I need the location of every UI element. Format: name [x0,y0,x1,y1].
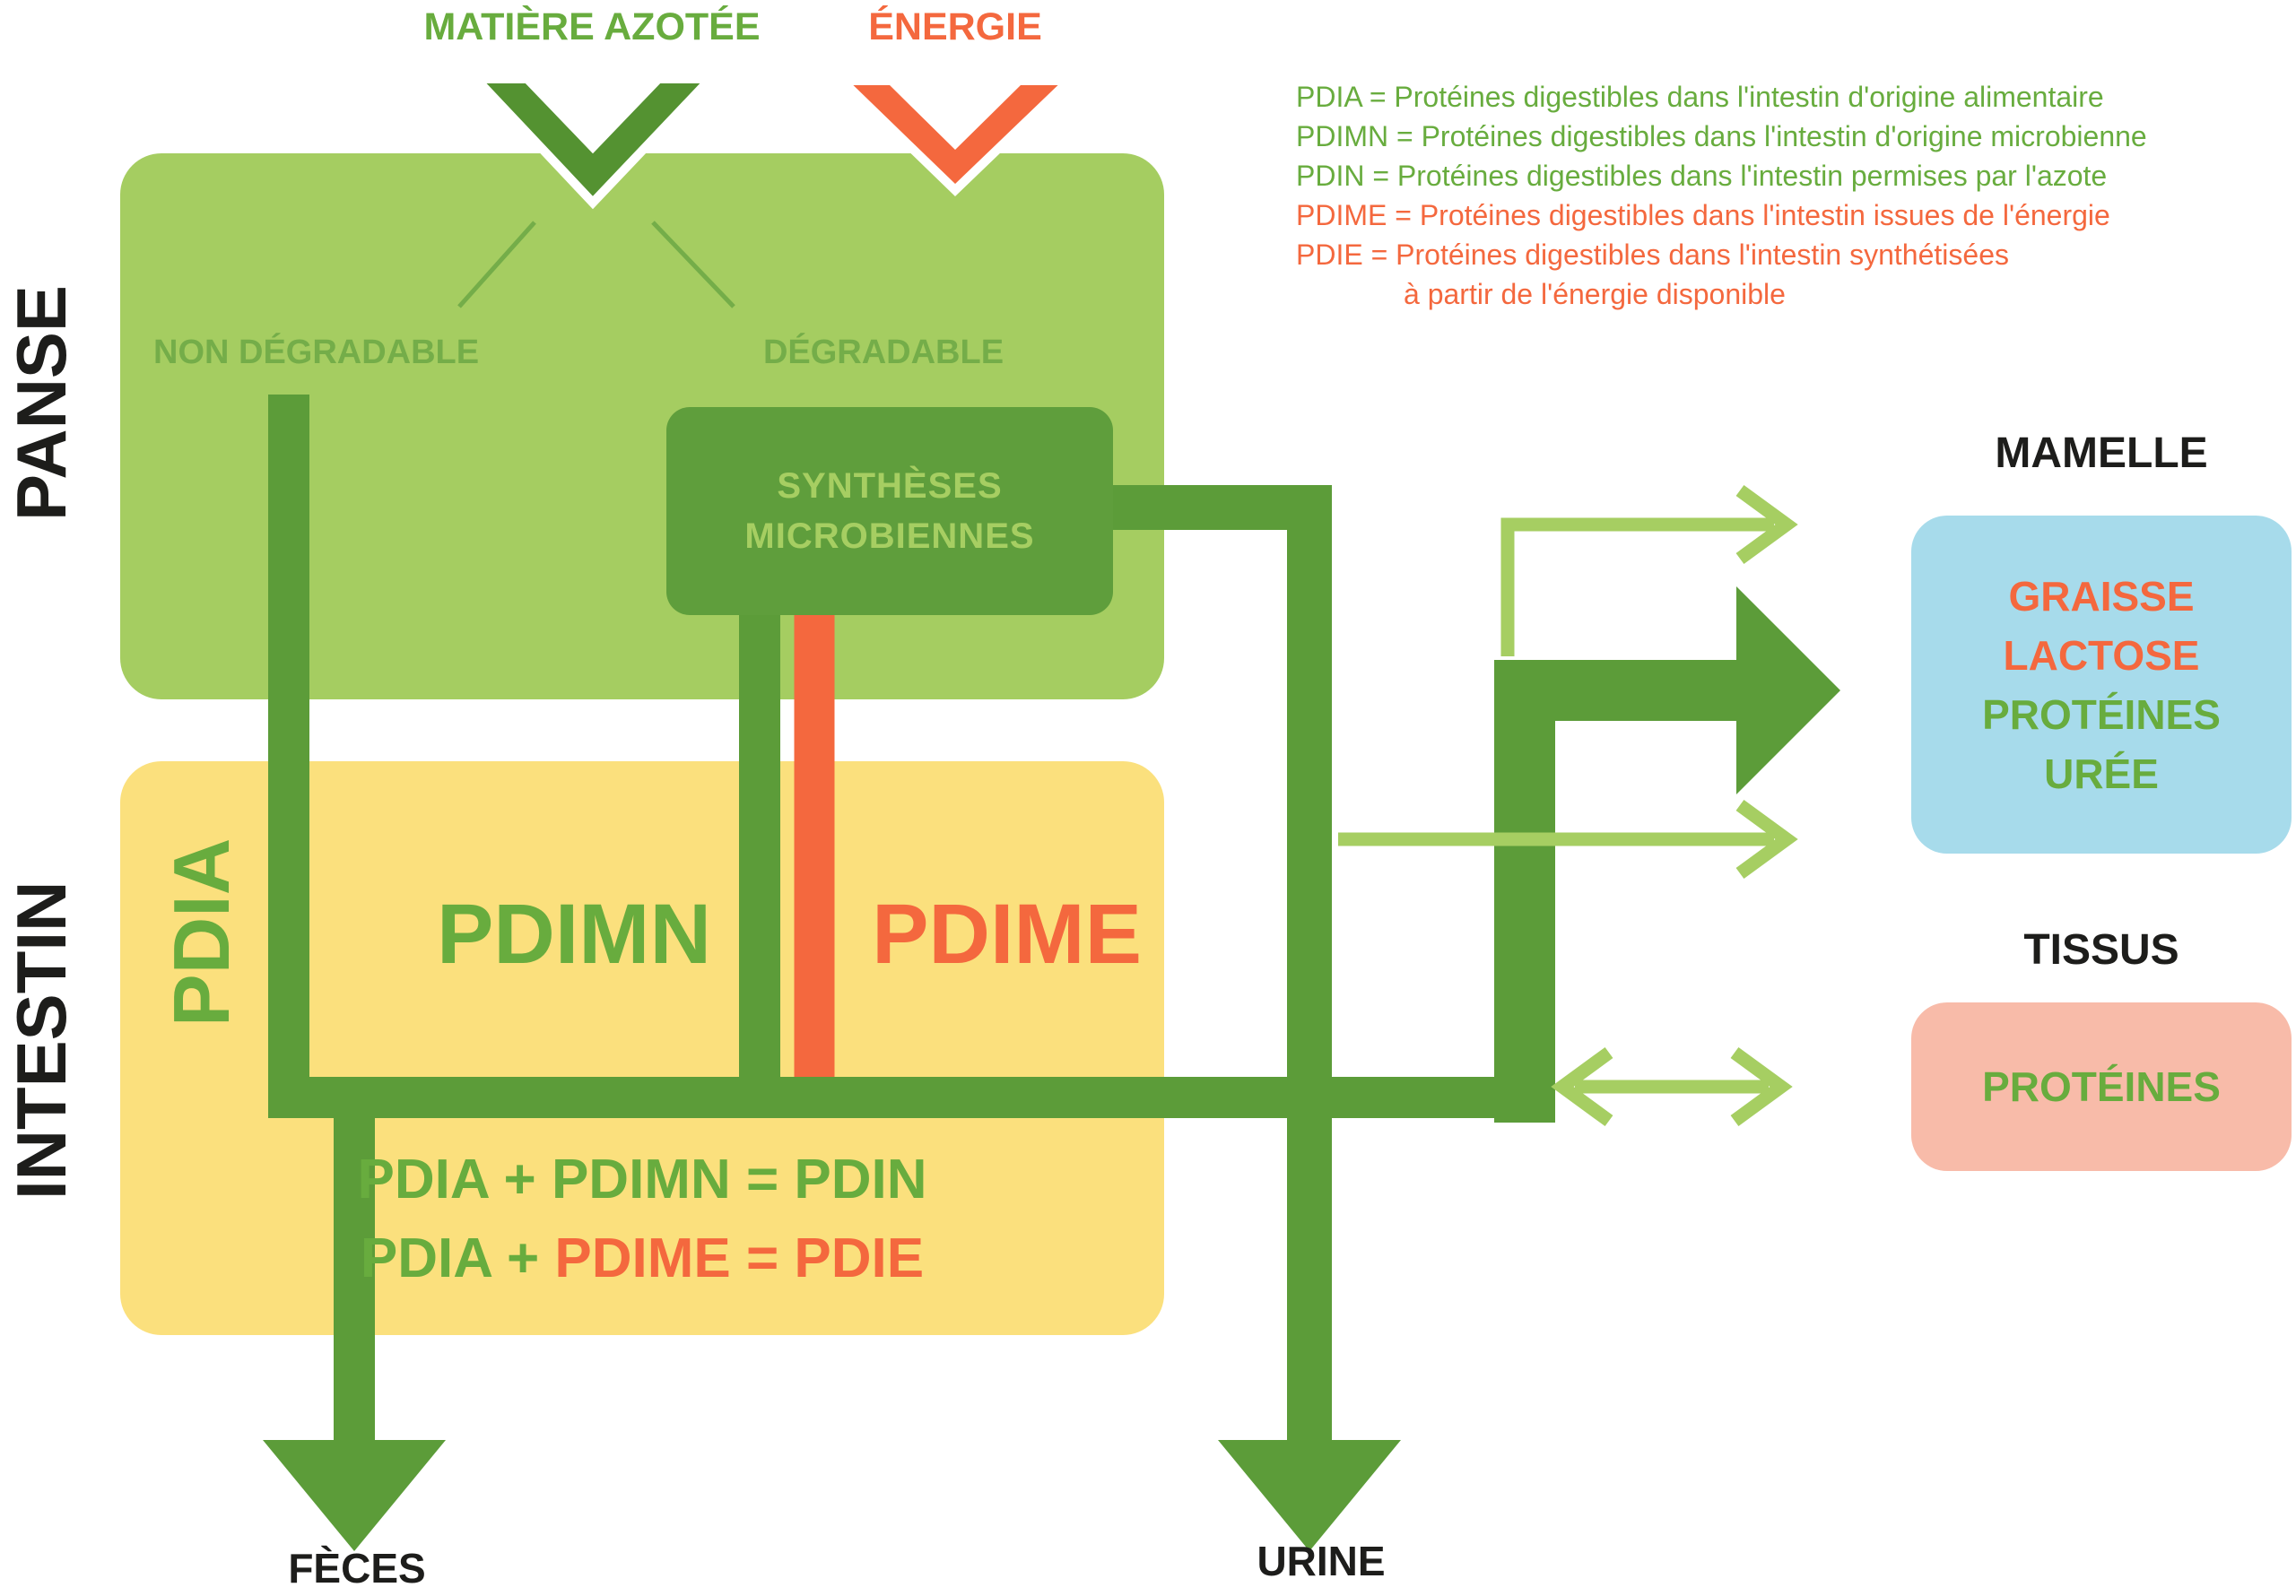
thin-arrow-middle-head-icon [1735,799,1798,880]
intestin-section-label: INTESTIN [2,880,81,1200]
urine-arrowhead-icon [1218,1440,1401,1551]
energie-chevron-icon [831,76,1081,196]
tissus-box: PROTÉINES [1911,1002,2292,1171]
pdime-label: PDIME [872,887,1142,982]
matiere-azotee-chevron-icon [465,74,721,210]
mamelle-thick-flow-line [1494,660,1742,1123]
pdia-bottom-flow-line [268,395,1535,1118]
matiere-azotee-title: MATIÈRE AZOTÉE [423,5,761,48]
mamelle-label: MAMELLE [1995,429,2208,477]
legend-line-pdie-cont: à partir de l'énergie disponible [1404,278,1786,310]
legend-line-pdie: PDIE = Protéines digestibles dans l'inte… [1296,239,2009,271]
syntheses-microbiennes-box: SYNTHÈSES MICROBIENNES [666,407,1113,615]
equation-pdie: PDIA + PDIME = PDIE [120,1227,1164,1290]
thin-double-arrow-left-head-icon [1551,1046,1613,1127]
urine-label: URINE [1257,1538,1386,1584]
legend-line-pdime: PDIME = Protéines digestibles dans l'int… [1296,199,2110,231]
legend-line-pdia: PDIA = Protéines digestibles dans l'inte… [1296,81,2104,113]
panse-section-label: PANSE [2,285,81,522]
mamelle-item-lactose: LACTOSE [2003,631,2200,679]
feces-label: FÈCES [288,1545,426,1592]
legend-line-pdin: PDIN = Protéines digestibles dans l'inte… [1296,160,2108,192]
feces-arrowhead-icon [263,1440,446,1551]
degradable-label: DÉGRADABLE [762,334,1004,371]
equation-pdin: PDIA + PDIMN = PDIN [357,1149,927,1210]
urine-flow-line [1109,485,1332,1453]
thin-arrow-upper-head-icon [1735,484,1798,565]
mamelle-box: GRAISSE LACTOSE PROTÉINES URÉE [1911,516,2292,854]
legend-line-pdimn: PDIMN = Protéines digestibles dans l'int… [1296,120,2147,152]
tissus-label: TISSUS [2023,926,2179,974]
pdimn-label: PDIMN [436,887,712,982]
mamelle-item-proteines: PROTÉINES [1982,690,2221,738]
mamelle-item-uree: URÉE [2044,750,2159,797]
pdia-label: PDIA [157,837,246,1028]
equation-pdie-part1: PDIA + [360,1227,555,1289]
syntheses-line2: MICROBIENNES [744,516,1035,556]
equation-pdie-part2: PDIME = PDIE [554,1227,925,1289]
mamelle-arrowhead-icon [1736,586,1840,794]
energie-title: ÉNERGIE [868,5,1042,48]
non-degradable-label: NON DÉGRADABLE [153,334,480,371]
syntheses-line1: SYNTHÈSES [777,466,1003,506]
thin-double-arrow-right-head-icon [1730,1046,1793,1127]
split-line-non-degradable [457,221,536,308]
legend: PDIA = Protéines digestibles dans l'inte… [1296,77,2147,314]
tissus-item-proteines: PROTÉINES [1982,1063,2221,1110]
thin-arrow-upper-line [1500,517,1774,656]
mamelle-item-graisse: GRAISSE [2008,572,2195,620]
split-line-degradable [651,221,735,308]
